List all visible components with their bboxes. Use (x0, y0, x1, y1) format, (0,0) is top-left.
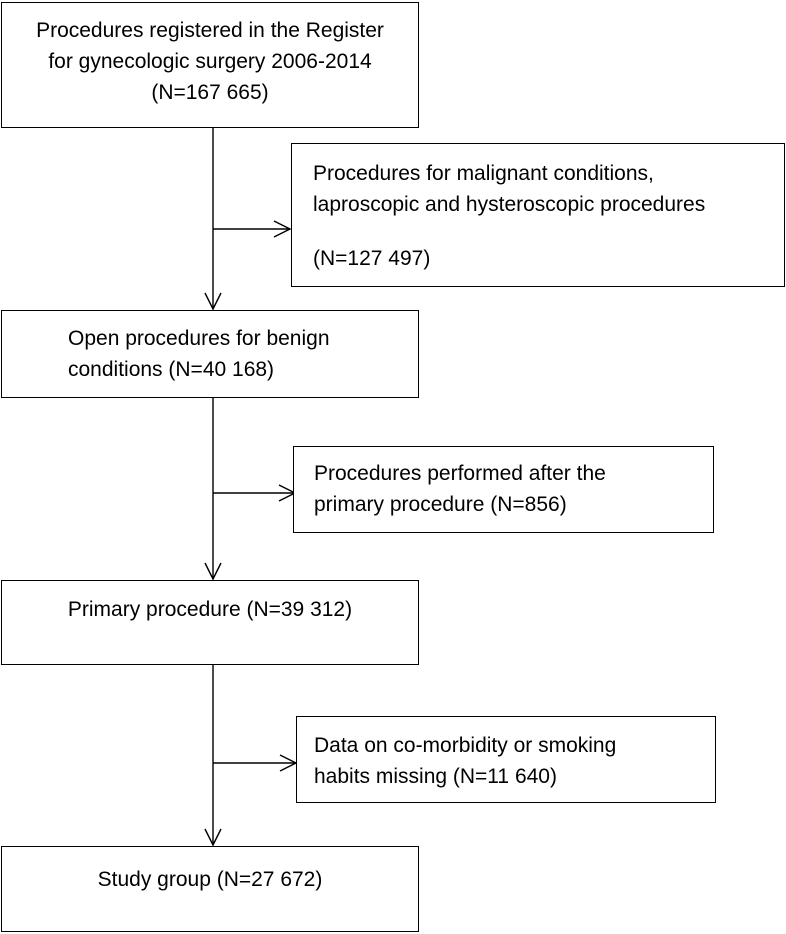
box-text-line: conditions (N=40 168) (68, 358, 275, 381)
box-text-line: habits missing (N=11 640) (314, 765, 557, 788)
box-count: (N=167 665) (151, 81, 269, 104)
primary-procedure-box: Primary procedure (N=39 312) (1, 580, 419, 665)
arrowhead-right-3 (279, 754, 298, 772)
open-benign-procedures-box: Open procedures for benign conditions (N… (1, 310, 419, 398)
box-text-line: Primary procedure (N=39 312) (67, 598, 353, 621)
box-text-line: for gynecologic surgery 2006-2014 (48, 50, 372, 73)
box-count: (N=127 497) (313, 247, 431, 270)
box-text-line: Procedures performed after the (314, 462, 606, 485)
box-text-line: Procedures for malignant conditions, (313, 162, 654, 185)
box-text-line: Procedures registered in the Register (36, 19, 384, 42)
box-text-line: Study group (N=27 672) (97, 868, 323, 891)
arrowhead-down-1 (204, 292, 222, 311)
arrowhead-down-3 (204, 828, 222, 847)
box-text-line: Open procedures for benign (68, 327, 330, 350)
study-group-box: Study group (N=27 672) (1, 846, 419, 932)
arrowhead-right-1 (273, 220, 292, 238)
excluded-missing-data-box: Data on co-morbidity or smoking habits m… (296, 716, 716, 803)
arrowhead-down-2 (204, 562, 222, 581)
box-text-line: primary procedure (N=856) (314, 493, 567, 516)
registered-procedures-box: Procedures registered in the Register fo… (1, 2, 419, 128)
excluded-malignant-box: Procedures for malignant conditions, lap… (291, 143, 785, 287)
box-text-line: Data on co-morbidity or smoking (314, 734, 617, 757)
excluded-after-primary-box: Procedures performed after the primary p… (293, 446, 714, 533)
box-text-line: laproscopic and hysteroscopic procedures (313, 193, 706, 216)
